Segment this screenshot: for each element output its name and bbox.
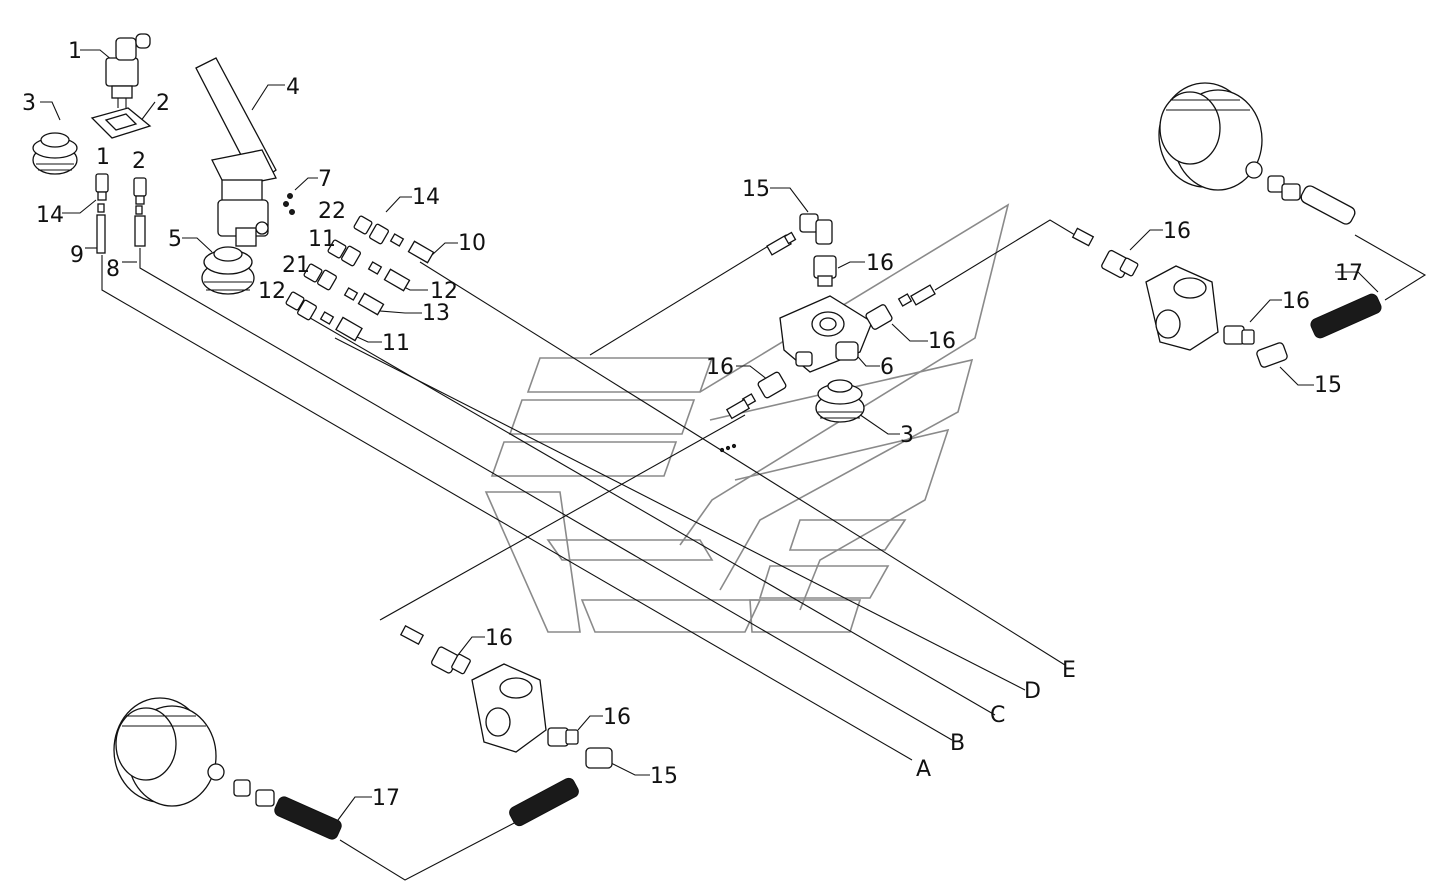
line-to-left-valve xyxy=(379,414,746,621)
label-2: 2 xyxy=(132,149,146,174)
hose-17-bottom-left xyxy=(274,796,342,840)
label-21: 21 xyxy=(282,253,310,278)
label-9: 9 xyxy=(70,243,84,268)
label-16: 16 xyxy=(603,705,631,730)
label-16: 16 xyxy=(485,626,513,651)
label-11: 11 xyxy=(308,227,336,252)
label-22: 22 xyxy=(318,199,346,224)
watermark-logo xyxy=(484,203,1010,633)
label-16: 16 xyxy=(928,329,956,354)
line-upper xyxy=(589,244,771,356)
fittings-left-column xyxy=(95,173,147,254)
label-7: 7 xyxy=(318,167,332,192)
label-3: 3 xyxy=(900,423,914,448)
part-6-relay-valve xyxy=(779,295,873,373)
label-C: C xyxy=(990,703,1005,728)
part-7-screws xyxy=(283,193,295,215)
hose-17-bottom-right xyxy=(509,777,579,827)
part-2-gasket-plate xyxy=(90,107,152,139)
part-labels: 1 2 3 4 1 2 14 9 8 5 7 22 14 10 11 12 21… xyxy=(22,39,1363,811)
part-1-hand-valve xyxy=(105,33,151,108)
label-A: A xyxy=(916,757,931,782)
label-3: 3 xyxy=(22,91,36,116)
hose-17-right xyxy=(1310,293,1382,339)
label-4: 4 xyxy=(286,75,300,100)
pipe-routing-lines xyxy=(101,219,1427,881)
line-b xyxy=(139,248,953,741)
fittings-mid-left xyxy=(285,215,435,342)
part-3-cap-center xyxy=(815,379,865,423)
label-B: B xyxy=(950,731,965,756)
label-8: 8 xyxy=(106,257,120,282)
line-d xyxy=(334,337,1026,691)
part-3-cap-top xyxy=(32,132,78,175)
label-5: 5 xyxy=(168,227,182,252)
label-6: 6 xyxy=(880,355,894,380)
label-1: 1 xyxy=(68,39,82,64)
line-e xyxy=(419,261,1066,666)
line-bottom xyxy=(339,819,521,881)
label-16: 16 xyxy=(866,251,894,276)
label-16: 16 xyxy=(1282,289,1310,314)
label-15: 15 xyxy=(1314,373,1342,398)
label-12: 12 xyxy=(258,279,286,304)
label-16: 16 xyxy=(706,355,734,380)
bottom-brake-chamber xyxy=(113,697,579,840)
label-14: 14 xyxy=(412,185,440,210)
label-14: 14 xyxy=(36,203,64,228)
label-E: E xyxy=(1062,658,1076,683)
label-17: 17 xyxy=(1335,261,1363,286)
label-11: 11 xyxy=(382,331,410,356)
label-12: 12 xyxy=(430,279,458,304)
line-a xyxy=(101,255,913,761)
label-15: 15 xyxy=(650,764,678,789)
label-D: D xyxy=(1024,679,1041,704)
label-2: 2 xyxy=(156,91,170,116)
label-13: 13 xyxy=(422,301,450,326)
right-valve xyxy=(1071,227,1288,368)
fittings-center xyxy=(719,213,936,453)
right-brake-chamber xyxy=(1158,82,1382,339)
label-10: 10 xyxy=(458,231,486,256)
label-17: 17 xyxy=(372,786,400,811)
label-1: 1 xyxy=(96,145,110,170)
label-15: 15 xyxy=(742,177,770,202)
label-16: 16 xyxy=(1163,219,1191,244)
line-right xyxy=(934,219,1081,291)
part-5-cap xyxy=(201,246,255,295)
line-top-right xyxy=(1354,234,1427,301)
bottom-valve xyxy=(399,625,613,769)
part-4-foot-pedal xyxy=(195,57,277,247)
